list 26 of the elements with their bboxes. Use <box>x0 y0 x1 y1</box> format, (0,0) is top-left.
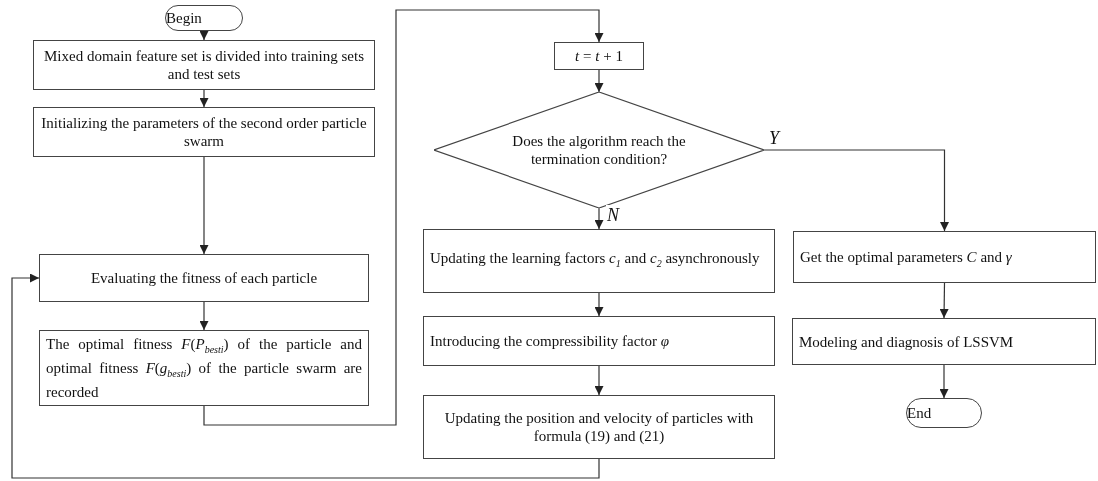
process-box: Modeling and diagnosis of LSSVM <box>792 318 1096 365</box>
arrow <box>939 282 949 319</box>
arrow <box>199 30 209 41</box>
arrow <box>199 301 209 331</box>
arrow <box>11 273 600 479</box>
process-box: The optimal fitness F(P$_{besti}$) of the particle and optimal fitness F(g$_{besti}$) of the particle swarm are recorded <box>39 330 369 406</box>
process-box: Updating the position and velocity of particles with formula (19) and (21) <box>423 395 775 459</box>
process-box: Initializing the parameters of the second order particle swarm <box>33 107 375 157</box>
process-box: Get the optimal parameters C and γ <box>793 231 1096 283</box>
arrow <box>594 69 604 93</box>
process-box: Mixed domain feature set is divided into training sets and test sets <box>33 40 375 90</box>
terminal-box: Begin <box>165 5 243 31</box>
arrow <box>203 9 604 426</box>
process-box: t = t + 1 <box>554 42 644 70</box>
process-box: Updating the learning factors c$_{1}$ and c$_{2}$ asynchronously <box>423 229 775 293</box>
arrow <box>939 364 949 399</box>
arrow <box>594 207 604 230</box>
terminal-box: End <box>906 398 982 428</box>
arrow <box>199 156 209 255</box>
process-box: Introducing the compressibility factor φ <box>423 316 775 366</box>
process-box: Evaluating the fitness of each particle <box>39 254 369 302</box>
decision-text: Does the algorithm reach the termination condition? <box>511 132 687 168</box>
arrow <box>199 89 209 108</box>
arrow <box>594 292 604 317</box>
arrow <box>763 149 949 232</box>
arrow <box>594 365 604 396</box>
